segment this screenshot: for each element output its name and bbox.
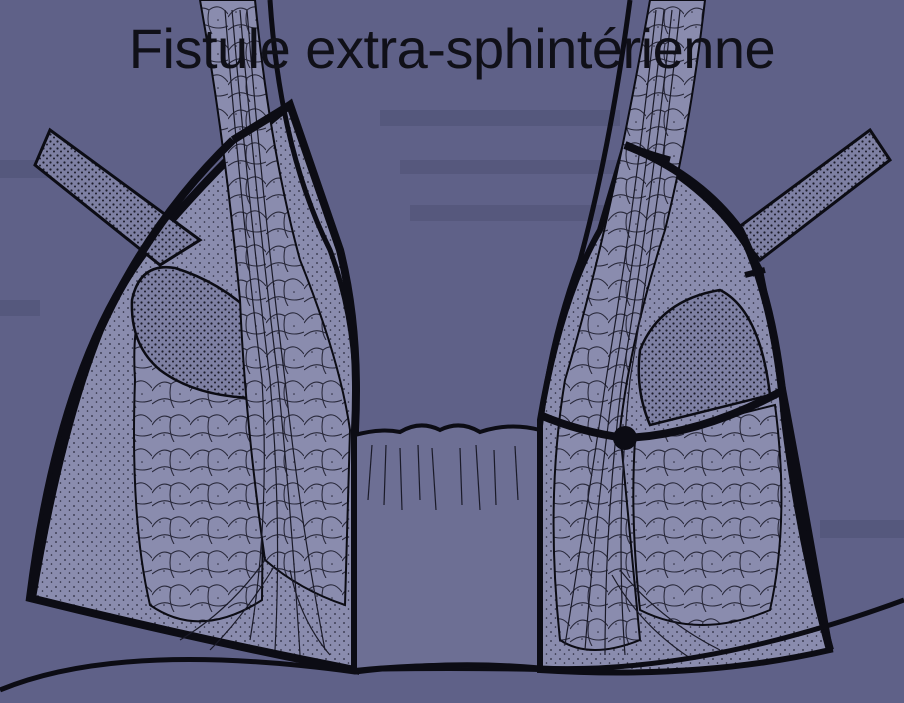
- left-side: [30, 0, 356, 670]
- anal-canal-lumen: [355, 425, 540, 670]
- fistula-opening: [613, 426, 637, 450]
- slide-title: Fistule extra-sphintérienne: [0, 14, 904, 84]
- anal-canal: [355, 425, 540, 670]
- right-fistula-tract: [735, 130, 890, 260]
- left-fistula-tract: [35, 130, 200, 265]
- right-side: [540, 0, 890, 673]
